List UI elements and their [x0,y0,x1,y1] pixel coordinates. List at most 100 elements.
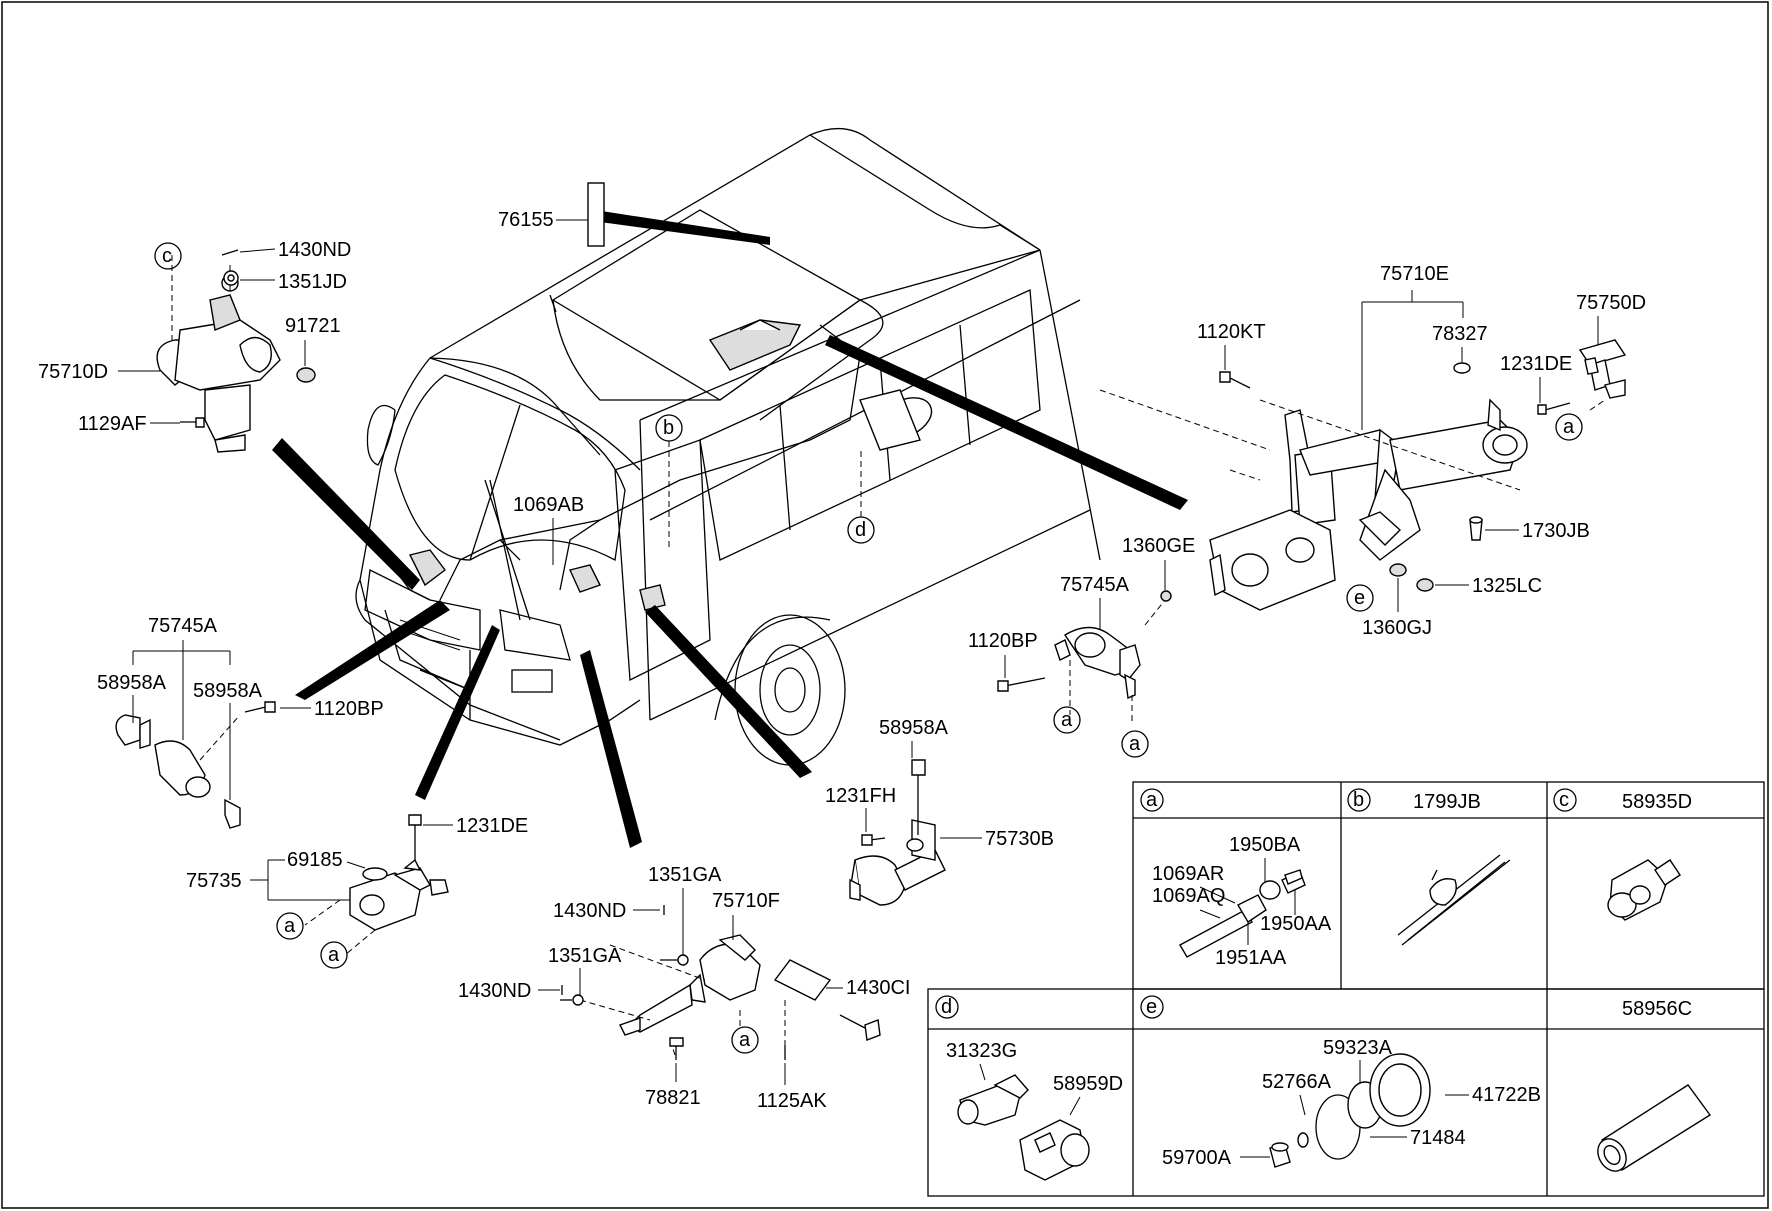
callout-75710F: 75710F [712,890,780,912]
callout-1231DE-right: 1231DE [1500,353,1572,375]
table-marker-d-label: d [941,996,952,1018]
marker-a-75735-1 [276,912,304,940]
marker-a-75750D-label: a [1563,416,1575,438]
marker-c-top [154,242,182,270]
callout-58958A-left1: 58958A [97,672,167,694]
marker-e-right [1346,584,1374,612]
cell-a-label-1950AA: 1950AA [1260,913,1332,935]
callout-75735: 75735 [186,870,242,892]
assembly-75710E [1099,362,1528,611]
cell-c-title: 58935D [1622,791,1692,813]
cell-d-label-58959D: 58959D [1053,1073,1123,1095]
callout-78821: 78821 [645,1087,701,1109]
marker-a-75750D [1555,413,1583,441]
cell-d-label-31323G: 31323G [946,1040,1017,1062]
cell-b-part [1397,854,1511,946]
callout-1120BP-left: 1120BP [314,698,384,720]
marker-b-bus-label: b [663,417,674,439]
assembly-75730B [849,759,946,906]
callout-75730B: 75730B [985,828,1054,850]
marker-c-top-label: c [162,245,172,267]
cell-f-title: 58956C [1622,998,1692,1020]
table-marker-a-label: a [1146,789,1158,811]
table-marker-e [1140,995,1164,1019]
table-marker-b [1347,788,1371,812]
callout-1231FH: 1231FH [825,785,896,807]
callout-1730JB: 1730JB [1522,520,1590,542]
callout-75710D: 75710D [38,361,108,383]
table-marker-c [1553,788,1577,812]
callout-91721: 91721 [285,315,341,337]
callout-1069AB: 1069AB [513,494,584,516]
air-harness [394,319,933,611]
assembly-75710D [156,249,316,453]
callout-75710E: 75710E [1380,263,1449,285]
callout-1360GJ: 1360GJ [1362,617,1432,639]
callout-1430CI: 1430CI [846,977,911,999]
callout-76155: 76155 [498,209,554,231]
marker-a-right-2 [1121,730,1149,758]
cell-e-label-59700A: 59700A [1162,1147,1232,1169]
callout-1351GA-top: 1351GA [648,864,722,886]
cell-a-label-1069AQ: 1069AQ [1152,885,1225,907]
callout-1120BP-right: 1120BP [968,630,1038,652]
callout-1231DE-mid: 1231DE [456,815,528,837]
assembly-75750D [1537,339,1627,415]
cell-a-label-1951AA: 1951AA [1215,947,1287,969]
cell-a-label-1069AR: 1069AR [1152,863,1224,885]
marker-a-75735-2-label: a [328,944,340,966]
callout-1351JD: 1351JD [278,271,347,293]
cell-b-title: 1799JB [1413,791,1481,813]
marker-a-right-2-label: a [1129,733,1141,755]
marker-a-75710F-label: a [739,1029,751,1051]
marker-a-right-1 [1053,706,1081,734]
callout-69185: 69185 [287,849,343,871]
callout-75745A-left: 75745A [148,615,218,637]
marker-a-75710F [731,1026,759,1054]
callout-1351GA-low: 1351GA [548,945,622,967]
callout-1430ND-mid: 1430ND [553,900,626,922]
cell-e-label-59323A: 59323A [1323,1037,1393,1059]
table-marker-c-label: c [1559,789,1569,811]
table-marker-e-label: e [1146,996,1157,1018]
cell-e-parts [1269,1053,1431,1168]
callout-58958A-mid: 58958A [879,717,949,739]
table-marker-a [1140,788,1164,812]
leader-wedges [272,210,1188,848]
cell-a-parts [1179,869,1306,958]
table-marker-b-label: b [1353,789,1364,811]
callout-78327: 78327 [1432,323,1488,345]
callout-1360GE: 1360GE [1122,535,1195,557]
callout-75750D: 75750D [1576,292,1646,314]
callout-1129AF: 1129AF [78,413,147,435]
callout-75745A-right: 75745A [1060,574,1130,596]
callout-1430ND-low: 1430ND [458,980,531,1002]
assembly-75745A-left [115,701,276,829]
callout-1430ND-top: 1430ND [278,239,351,261]
assembly-75735 [304,814,449,956]
callout-58958A-left2: 58958A [193,680,263,702]
cell-a-label-1950BA: 1950BA [1229,834,1301,856]
assembly-75710F [560,934,881,1060]
marker-a-75735-2 [320,941,348,969]
marker-d-bus-label: d [855,519,866,541]
marker-a-right-1-label: a [1061,709,1073,731]
callout-1325LC: 1325LC [1472,575,1542,597]
cell-c-part [1607,859,1681,921]
cell-f-part [1597,1084,1712,1172]
cell-d-parts [957,1074,1090,1181]
table-marker-d [935,995,959,1019]
bus-outline [355,127,1101,766]
detail-table [927,781,1765,1197]
marker-e-right-label: e [1354,587,1365,609]
cell-e-label-52766A: 52766A [1262,1071,1332,1093]
callout-1125AK: 1125AK [757,1090,827,1112]
assembly-75745A-right [997,590,1172,725]
marker-a-75735-1-label: a [284,915,296,937]
label-plate-76155 [587,182,605,247]
cell-e-label-71484: 71484 [1410,1127,1466,1149]
callout-1120KT: 1120KT [1197,321,1266,343]
cell-e-label-41722B: 41722B [1472,1084,1541,1106]
